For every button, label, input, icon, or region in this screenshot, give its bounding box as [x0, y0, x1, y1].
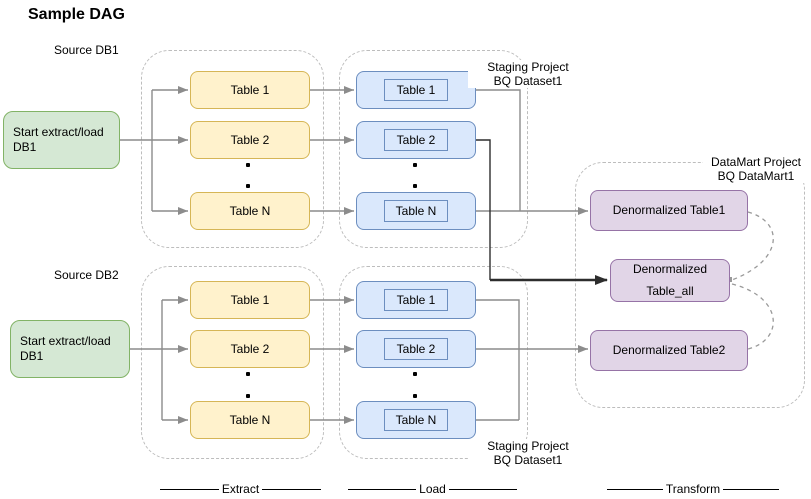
row2-wires [130, 296, 588, 424]
extract-table-node: Table 1 [190, 71, 310, 109]
extract-table-label: Table 2 [230, 132, 270, 147]
extract-table-node: Table 2 [190, 121, 310, 159]
ellipsis-dot: . [413, 372, 417, 376]
load-group-db1 [339, 50, 528, 248]
load-table-node: Table N [356, 192, 476, 230]
ellipsis-dot: . [246, 394, 250, 398]
load-table-inner-frame: Table 2 [384, 129, 448, 151]
table2-to-denormalized-all-wire [476, 139, 608, 285]
load-table-inner-frame: Table N [384, 409, 448, 431]
ellipsis-dot: . [246, 163, 250, 167]
datamart-project-label: DataMart Project BQ DataMart1 [703, 155, 809, 183]
phase-transform-label: Transform [665, 482, 721, 496]
load-table-label: Table 2 [396, 132, 436, 147]
denormalized-table2-node: Denormalized Table2 [590, 330, 748, 371]
page-title: Sample DAG [28, 6, 125, 23]
denormalized-table-all-node: Denormalized Table_all [610, 259, 730, 302]
phase-load: Load [348, 482, 518, 496]
row1-wires [120, 86, 588, 215]
load-table-label: Table 2 [396, 341, 436, 356]
extract-table-node: Table N [190, 192, 310, 230]
load-table-label: Table N [395, 412, 437, 427]
load-table-node: Table N [356, 401, 476, 439]
phase-line-left [160, 488, 219, 490]
phase-line-right [262, 488, 321, 490]
load-table-node: Table 2 [356, 330, 476, 368]
load-table-node: Table 1 [356, 71, 476, 109]
load-table-label: Table 1 [396, 292, 436, 307]
staging-project-label-bottom: Staging Project BQ Dataset1 [468, 439, 588, 467]
start-node-db1-line1: Start extract/load [13, 125, 104, 139]
phase-line-left [348, 488, 417, 490]
ellipsis-dot: . [413, 394, 417, 398]
staging-label-line1: Staging Project [487, 439, 569, 453]
start-node-db2: Start extract/load DB1 [10, 320, 130, 378]
denormalized-table1-node: Denormalized Table1 [590, 190, 748, 231]
phase-line-right [448, 488, 518, 490]
denormalized-table1-label: Denormalized Table1 [612, 203, 726, 217]
staging-label-line1: Staging Project [487, 60, 569, 74]
ellipsis-dot: . [413, 184, 417, 188]
load-table-node: Table 2 [356, 121, 476, 159]
extract-table-label: Table N [229, 203, 271, 218]
start-node-db2-line1: Start extract/load [20, 334, 111, 348]
source-db2-label: Source DB2 [54, 268, 119, 282]
phase-transform: Transform [607, 482, 780, 496]
source-db1-label: Source DB1 [54, 43, 119, 57]
datamart-group [575, 162, 805, 408]
datamart-label-line2: BQ DataMart1 [717, 169, 795, 183]
phase-extract: Extract [160, 482, 321, 496]
extract-table-node: Table 2 [190, 330, 310, 368]
staging-label-line2: BQ Dataset1 [493, 453, 563, 467]
phase-line-right [723, 488, 780, 490]
datamart-dependency-arcs [731, 211, 774, 350]
ellipsis-dot: . [246, 372, 250, 376]
denormalized-table-all-line1: Denormalized [632, 262, 708, 276]
load-table-label: Table N [395, 203, 437, 218]
start-node-db2-line2: DB1 [20, 349, 44, 363]
extract-table-node: Table N [190, 401, 310, 439]
load-table-label: Table 1 [396, 82, 436, 97]
phase-load-label: Load [419, 482, 446, 496]
load-table-inner-frame: Table 1 [384, 289, 448, 311]
ellipsis-dot: . [246, 184, 250, 188]
load-table-inner-frame: Table N [384, 200, 448, 222]
staging-label-line2: BQ Dataset1 [493, 74, 563, 88]
load-table-inner-frame: Table 1 [384, 79, 448, 101]
load-group-db2 [339, 266, 528, 459]
phase-line-left [607, 488, 663, 490]
extract-table-label: Table 1 [230, 292, 270, 307]
extract-table-label: Table 2 [230, 341, 270, 356]
extract-group-db2 [141, 266, 324, 459]
extract-table-label: Table N [229, 412, 271, 427]
denormalized-table2-label: Denormalized Table2 [612, 343, 726, 357]
load-table-inner-frame: Table 2 [384, 338, 448, 360]
load-table-node: Table 1 [356, 281, 476, 319]
extract-group-db1 [141, 50, 324, 248]
staging-project-label-top: Staging Project BQ Dataset1 [468, 60, 588, 88]
start-node-db1-line2: DB1 [13, 140, 37, 154]
denormalized-table-all-line2: Table_all [646, 284, 694, 298]
phase-extract-label: Extract [221, 482, 260, 496]
extract-table-label: Table 1 [230, 82, 270, 97]
start-node-db1: Start extract/load DB1 [3, 111, 120, 169]
datamart-label-line1: DataMart Project [710, 155, 802, 169]
ellipsis-dot: . [413, 163, 417, 167]
extract-table-node: Table 1 [190, 281, 310, 319]
